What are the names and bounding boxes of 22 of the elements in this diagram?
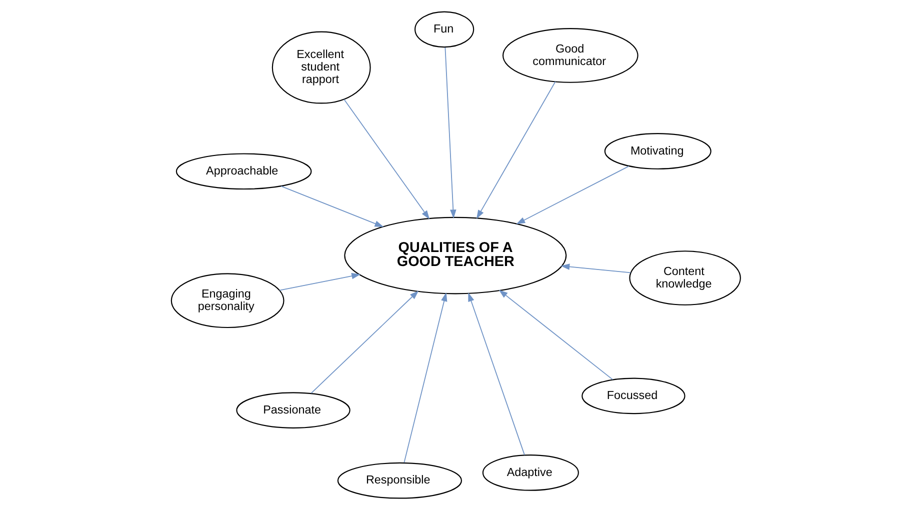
- arrow: [498, 290, 614, 380]
- arrow: [468, 292, 525, 456]
- node-ellipse: Adaptive: [482, 454, 579, 491]
- node-ellipse: Good communicator: [502, 28, 638, 83]
- arrow: [310, 290, 419, 394]
- node-ellipse: Approachable: [176, 153, 312, 190]
- arrow: [444, 47, 456, 219]
- node-ellipse: Content knowledge: [629, 250, 741, 306]
- arrow: [344, 98, 430, 220]
- node-ellipse: Responsible: [337, 462, 462, 499]
- node-ellipse: Excellent student rapport: [272, 31, 371, 104]
- arrow: [280, 186, 384, 228]
- node-ellipse: Engaging personality: [170, 273, 284, 328]
- arrow: [476, 81, 556, 219]
- arrow: [516, 166, 630, 224]
- node-ellipse: Motivating: [604, 133, 712, 170]
- arrow: [404, 292, 448, 463]
- node-ellipse: Fun: [414, 11, 474, 48]
- arrow: [279, 272, 361, 291]
- arrow: [560, 264, 632, 274]
- node-ellipse: Focussed: [582, 378, 686, 414]
- node-ellipse: Passionate: [236, 392, 350, 428]
